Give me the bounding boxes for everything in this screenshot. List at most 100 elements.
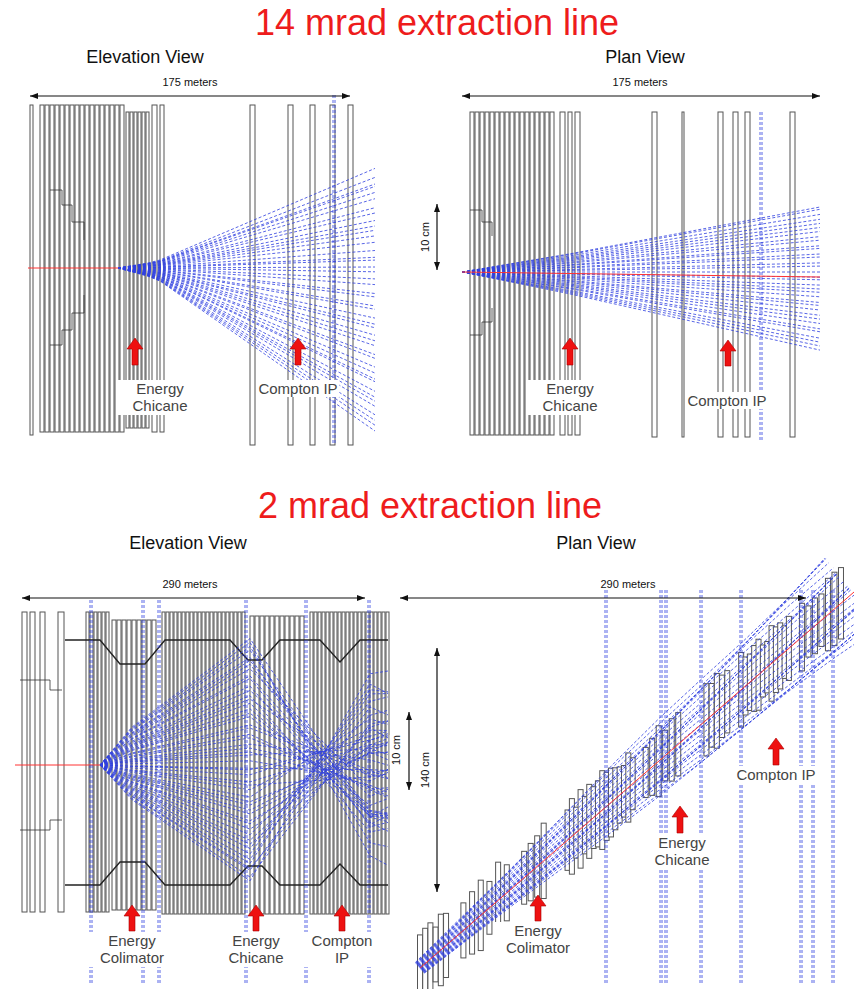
- particle-ray: [416, 558, 825, 963]
- particle-ray: [100, 671, 388, 881]
- magnet: [182, 612, 185, 914]
- particle-ray: [422, 602, 854, 970]
- magnet: [178, 612, 181, 914]
- particle-ray: [418, 581, 844, 966]
- particle-ray: [118, 268, 375, 431]
- particle-ray: [142, 600, 143, 985]
- particle-ray: [832, 590, 833, 985]
- particle-ray: [417, 573, 838, 965]
- particle-ray: [100, 728, 388, 790]
- particle-ray: [462, 272, 820, 306]
- particle-ray: [144, 600, 145, 985]
- particle-ray: [418, 573, 838, 966]
- beam-line: [20, 820, 62, 830]
- dimension-head: [357, 595, 365, 601]
- particle-ray: [419, 588, 850, 967]
- particle-ray: [100, 765, 388, 771]
- particle-ray: [118, 236, 375, 268]
- particle-ray: [462, 272, 820, 346]
- particle-ray: [462, 254, 820, 272]
- particle-ray: [462, 228, 820, 273]
- particle-ray: [462, 257, 820, 272]
- particle-ray: [462, 248, 820, 272]
- particle-ray: [118, 268, 375, 358]
- particle-ray: [462, 263, 820, 272]
- particle-ray: [118, 257, 375, 268]
- particle-ray: [417, 572, 837, 965]
- dimension-line: [462, 95, 820, 96]
- particle-ray: [100, 742, 388, 805]
- dimension-head: [434, 262, 440, 270]
- particle-ray: [742, 590, 743, 985]
- callout-label: Compton IP: [734, 766, 817, 783]
- particle-ray: [118, 268, 375, 285]
- particle-ray: [419, 587, 850, 967]
- beam-line: [15, 765, 100, 766]
- dimension-head: [434, 884, 440, 892]
- view-title: Elevation View: [86, 47, 204, 68]
- beam-line: [28, 268, 118, 269]
- pointer-arrow: [562, 338, 578, 365]
- magnet: [30, 612, 35, 912]
- particle-ray: [118, 177, 375, 268]
- particle-ray: [462, 209, 820, 272]
- magnet: [30, 105, 33, 435]
- particle-ray: [462, 232, 820, 273]
- magnet: [366, 612, 369, 914]
- particle-ray: [118, 213, 375, 268]
- particle-ray: [667, 590, 668, 985]
- particle-ray: [424, 625, 854, 973]
- particle-ray: [462, 223, 820, 272]
- dimension-head: [400, 595, 408, 601]
- particle-ray: [100, 694, 388, 860]
- dimension-label: 140 cm: [419, 752, 432, 788]
- beam-line: [50, 295, 84, 345]
- dimension-line: [30, 95, 350, 96]
- particle-ray: [700, 590, 701, 985]
- magnet: [194, 612, 197, 914]
- particle-ray: [462, 272, 820, 350]
- pointer-arrow: [720, 340, 736, 366]
- particle-ray: [118, 251, 375, 269]
- particle-ray: [100, 710, 388, 835]
- view-title: Plan View: [605, 47, 685, 68]
- particle-ray: [100, 765, 388, 785]
- dimension-head: [22, 595, 30, 601]
- particle-ray: [370, 600, 371, 985]
- particle-ray: [607, 590, 608, 985]
- particle-ray: [118, 186, 375, 268]
- particle-ray: [307, 600, 308, 985]
- particle-ray: [118, 268, 375, 425]
- particle-ray: [462, 272, 820, 289]
- particle-ray: [462, 272, 820, 285]
- particle-ray: [605, 590, 606, 985]
- particle-ray: [100, 690, 388, 854]
- beam-line: [50, 190, 84, 240]
- dimension-label: 175 meters: [162, 76, 217, 89]
- particle-ray: [702, 590, 703, 985]
- particle-ray: [118, 268, 375, 382]
- callout-label: Energy Chicane: [641, 834, 723, 869]
- magnet: [202, 612, 205, 914]
- particle-ray: [100, 730, 388, 840]
- particle-ray: [118, 268, 375, 324]
- particle-ray: [462, 272, 820, 280]
- particle-ray: [118, 226, 375, 268]
- dimension-head: [434, 648, 440, 656]
- callout-label: Compton IP: [304, 932, 380, 967]
- particle-ray: [100, 664, 388, 821]
- particle-ray: [421, 599, 854, 969]
- particle-ray: [118, 221, 375, 269]
- particle-ray: [462, 272, 820, 303]
- dimension-label: 290 meters: [162, 578, 217, 591]
- magnet: [210, 612, 213, 914]
- particle-ray: [462, 214, 820, 272]
- particle-ray: [762, 112, 763, 440]
- particle-ray: [92, 600, 93, 985]
- beam-line: [462, 272, 820, 277]
- magnet: [285, 616, 289, 914]
- dimension-head: [462, 93, 470, 99]
- particle-ray: [118, 267, 375, 268]
- particle-ray: [462, 237, 820, 272]
